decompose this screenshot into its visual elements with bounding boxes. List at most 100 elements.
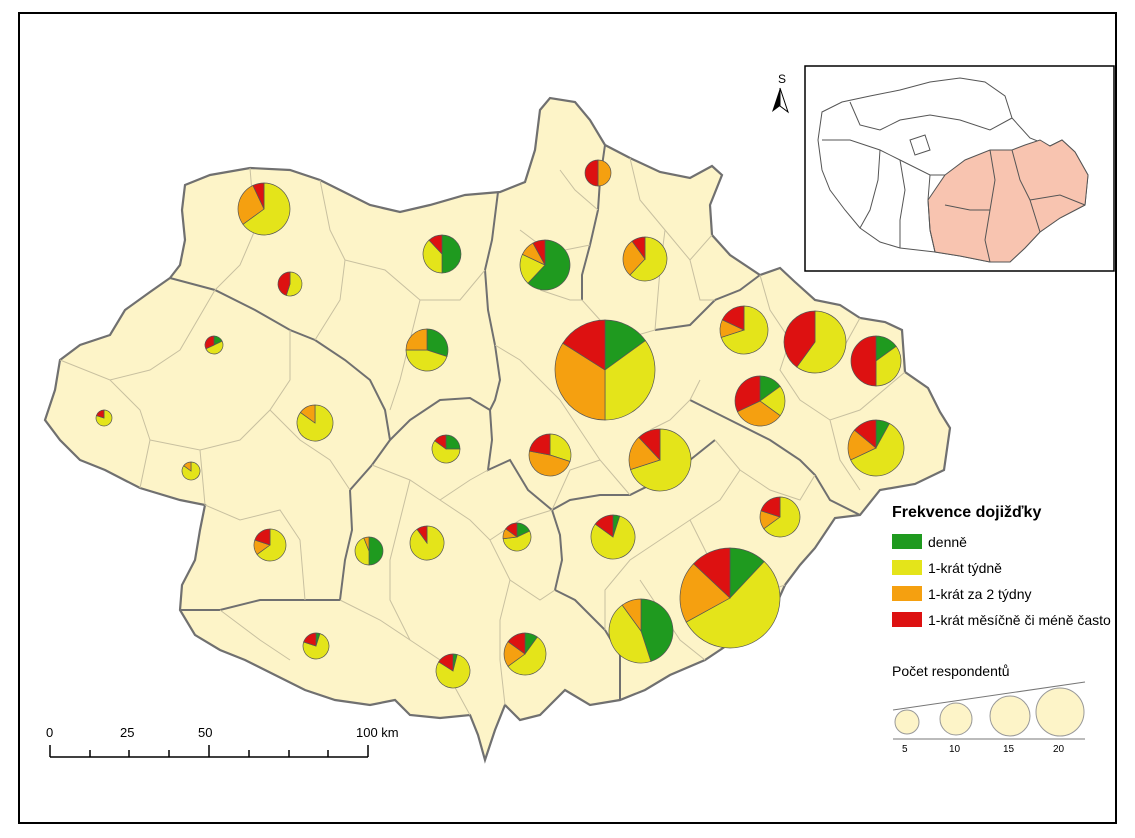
size-circle-20	[1035, 687, 1085, 737]
pie-slice-p01-3	[252, 182, 265, 210]
size-label-5: 5	[902, 744, 908, 755]
pie-slice-p13-1	[431, 440, 461, 464]
pie-slice-p27-1	[685, 561, 781, 649]
pie-p24	[502, 522, 532, 552]
pie-p21	[253, 528, 287, 562]
pie-p05	[584, 159, 612, 187]
pie-p10	[554, 319, 656, 421]
pie-slice-p04-3	[532, 239, 546, 266]
pie-slice-p25-1	[590, 515, 636, 560]
pie-p06	[204, 335, 224, 355]
pie-slice-p16-2	[183, 461, 192, 472]
pie-slice-p19-1	[630, 428, 692, 492]
pie-slice-p21-1	[256, 528, 287, 562]
pie-slice-p15-3	[850, 335, 877, 387]
pie-slice-p10-1	[604, 340, 656, 421]
pie-slice-p19-3	[638, 428, 661, 461]
pie-slice-p08-2	[622, 240, 646, 276]
scale-label-50: 50	[198, 725, 212, 740]
pie-p08	[622, 236, 668, 282]
pie-slice-p18-3	[528, 433, 551, 456]
pie-slice-p07-2	[405, 328, 428, 351]
pie-slice-p24-1	[502, 530, 532, 552]
legend-swatch-3	[892, 612, 922, 627]
pie-slice-p14-3	[783, 310, 816, 368]
pie-slice-p03-1	[422, 239, 443, 274]
scale-bar: 0 25 50 100 km	[46, 725, 399, 758]
pie-slice-p05-3	[584, 159, 599, 187]
size-circle-15	[989, 695, 1031, 737]
pie-slice-p13-3	[434, 434, 447, 450]
legend-label-1: 1-krát týdně	[928, 560, 1002, 576]
pie-slice-p12-2	[299, 404, 316, 424]
pie-p09	[719, 305, 769, 355]
pie-slice-p24-3	[505, 522, 518, 538]
pie-slice-p22-2	[363, 536, 370, 552]
pie-slice-p31-3	[507, 632, 526, 655]
pie-slice-p14-1	[796, 310, 847, 374]
scale-label-100: 100 km	[356, 725, 399, 740]
pie-slice-p01-2	[237, 185, 265, 225]
size-legend-title: Počet respondentů	[892, 663, 1010, 679]
pie-slice-p01-1	[242, 182, 291, 236]
legend-label-0: denně	[928, 534, 967, 550]
pie-slice-p04-0	[527, 239, 571, 291]
pie-p19	[628, 428, 692, 492]
pie-slice-p09-3	[721, 305, 745, 331]
pie-slice-p28-1	[608, 604, 652, 664]
pie-slice-p06-1	[205, 340, 224, 355]
pie-p30	[435, 653, 471, 689]
pie-slice-p22-1	[354, 537, 370, 566]
pie-slice-p26-1	[763, 496, 801, 538]
legend-swatch-2	[892, 586, 922, 601]
pie-p01	[237, 182, 291, 236]
pie-slice-p15-1	[875, 345, 902, 387]
pie-slice-p06-3	[204, 335, 215, 350]
pie-p15	[850, 335, 902, 387]
pie-slice-p03-3	[428, 234, 443, 255]
pie-slice-p11-1	[95, 409, 113, 427]
pie-slice-p29-3	[303, 632, 317, 647]
pie-slice-p18-1	[549, 433, 572, 462]
pie-p29	[302, 632, 330, 660]
pie-p04	[519, 239, 571, 291]
pie-p12	[296, 404, 334, 442]
pie-p14	[783, 310, 847, 374]
pie-p22	[354, 536, 384, 566]
size-circle-5	[894, 709, 920, 735]
pie-p18	[528, 433, 572, 477]
north-arrow-label: S	[778, 72, 786, 86]
pie-slice-p22-0	[368, 536, 384, 566]
pie-p27	[679, 547, 781, 649]
pie-slice-p17-2	[736, 400, 781, 427]
size-legend: 5 10 15 20	[892, 681, 1086, 755]
pie-p20	[847, 419, 905, 477]
pie-slice-p25-3	[594, 514, 614, 538]
legend-swatch-1	[892, 560, 922, 575]
pie-p26	[759, 496, 801, 538]
pie-p28	[608, 598, 674, 664]
pie-slice-p28-0	[640, 598, 674, 662]
size-label-20: 20	[1053, 744, 1065, 755]
pie-p16	[181, 461, 201, 481]
legend-swatch-0	[892, 534, 922, 549]
pie-p13	[431, 434, 461, 464]
scale-label-0: 0	[46, 725, 53, 740]
pie-slice-p30-3	[438, 653, 454, 672]
north-arrow-icon: S	[772, 72, 789, 114]
pie-slice-p21-3	[254, 528, 271, 546]
pie-slice-p23-3	[416, 525, 428, 545]
pie-charts	[95, 159, 905, 689]
pie-p31	[503, 632, 547, 676]
pie-slice-p07-0	[426, 328, 449, 357]
pie-slice-p05-2	[597, 159, 612, 187]
pie-p02	[277, 271, 303, 297]
pie-p17	[734, 375, 786, 427]
pie-slice-p26-3	[760, 496, 781, 518]
pie-slice-p02-3	[277, 271, 291, 296]
pie-slice-p27-3	[693, 547, 731, 599]
legend-label-2: 1-krát za 2 týdny	[928, 586, 1032, 602]
